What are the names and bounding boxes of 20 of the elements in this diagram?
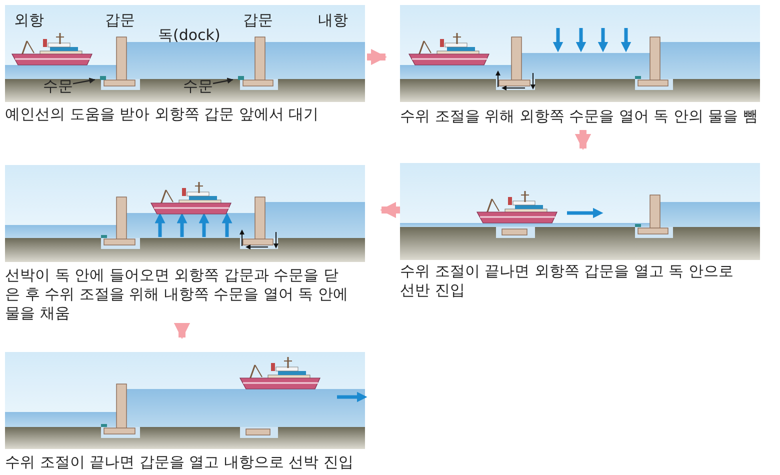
leader-line xyxy=(72,78,96,84)
step-label: 예인선의 도움을 받아 외항쪽 갑문 앞에서 대기 xyxy=(5,105,320,124)
leader-line xyxy=(212,78,234,84)
sluice-gate xyxy=(100,76,106,80)
area-label: 독(dock) xyxy=(158,27,220,44)
step-label: 수위 조절을 위해 외항쪽 수문을 열어 독 안의 물을 뺌 xyxy=(400,107,759,126)
step-label: 수위 조절이 끝나면 갑문을 열고 내항으로 선박 진입 xyxy=(5,453,354,472)
area-label: 갑문 xyxy=(105,12,135,29)
sluice-gate xyxy=(238,76,244,80)
step-label: 선박이 독 안에 들어오면 외항쪽 갑문과 수문을 닫은 후 수위 조절을 위해 내항쪽 수문을 열어 독 안에 물을 채움 xyxy=(5,266,349,323)
part-label: 수문 xyxy=(43,78,73,95)
area-label: 외항 xyxy=(14,12,44,29)
part-label: 수문 xyxy=(183,78,213,95)
flow-arrow xyxy=(174,323,190,340)
flow-arrow xyxy=(380,202,400,218)
flow-arrow xyxy=(574,130,592,150)
area-label: 갑문 xyxy=(243,12,273,29)
area-label: 내항 xyxy=(318,12,348,29)
step-label: 수위 조절이 끝나면 외항쪽 갑문을 열고 독 안으로 선반 진입 xyxy=(400,262,734,300)
flow-arrow xyxy=(367,48,388,66)
